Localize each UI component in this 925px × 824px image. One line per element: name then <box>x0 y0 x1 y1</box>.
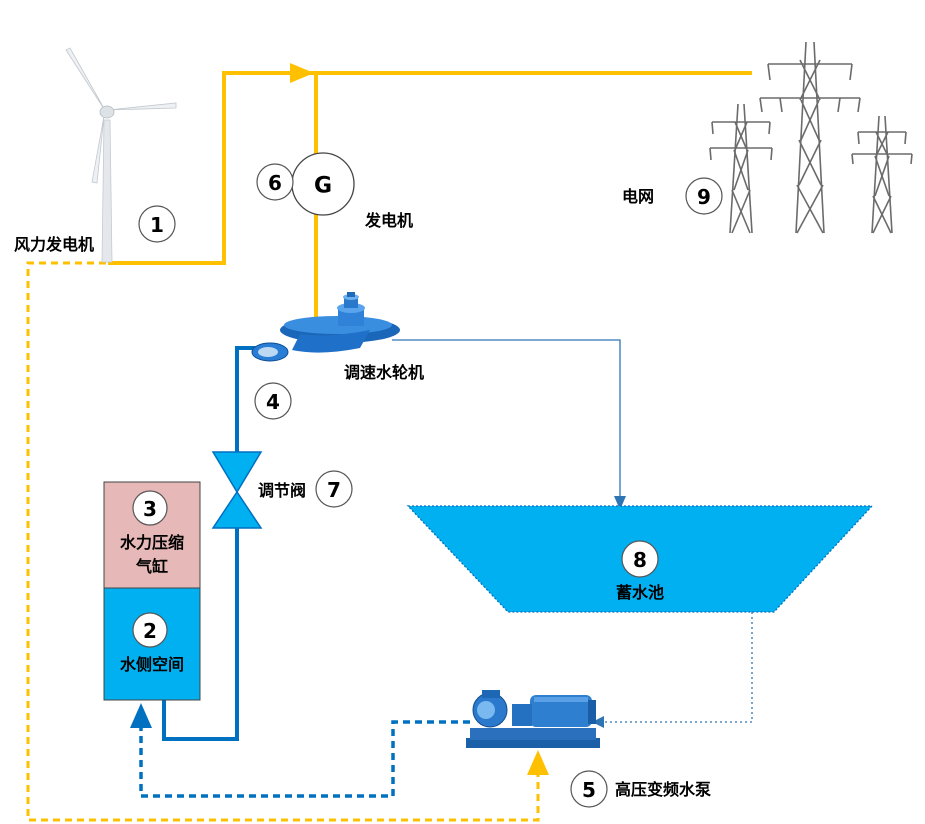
label-turbine: 调速水轮机 <box>344 363 424 382</box>
pump-power-arrow <box>527 750 549 775</box>
power-line-wind-to-bus <box>108 71 316 265</box>
marker-2: 2 <box>143 619 157 643</box>
marker-5: 5 <box>582 778 596 802</box>
water-pipes <box>130 339 753 798</box>
label-generator: 发电机 <box>364 211 413 230</box>
pipe-turbine-to-reservoir <box>392 339 621 498</box>
flow-arrow-into-reservoir <box>614 496 626 510</box>
power-flow-arrow <box>290 63 314 83</box>
marker-9: 9 <box>697 185 711 209</box>
label-pump: 高压变频水泵 <box>615 780 711 799</box>
turbine-icon <box>251 292 400 362</box>
marker-8: 8 <box>633 548 647 572</box>
generator: G <box>291 152 355 216</box>
label-air-cylinder-line1: 水力压缩 <box>120 533 184 552</box>
marker-7: 7 <box>327 478 341 502</box>
wind-turbine-icon <box>65 47 177 263</box>
label-air-cylinder-line2: 气缸 <box>135 557 168 576</box>
pipe-reservoir-to-pump-dotted <box>604 612 753 723</box>
transmission-towers-icon <box>709 41 913 234</box>
pipe-pump-to-cylinder-dashed <box>139 720 470 798</box>
pump-icon <box>466 690 600 748</box>
tower-left <box>709 103 773 234</box>
marker-6: 6 <box>268 171 282 195</box>
label-grid: 电网 <box>622 187 654 206</box>
marker-1: 1 <box>150 213 164 237</box>
label-wind-turbine: 风力发电机 <box>14 235 94 254</box>
marker-4: 4 <box>266 390 280 414</box>
generator-symbol: G <box>314 174 332 199</box>
marker-3: 3 <box>143 497 157 521</box>
tower-right <box>851 115 913 234</box>
tower-large <box>759 41 861 234</box>
label-valve: 调节阀 <box>258 481 306 500</box>
flow-arrow-into-pump <box>592 716 604 728</box>
label-water-space: 水侧空间 <box>120 655 184 674</box>
power-line-wind-to-pump-dashed <box>26 261 540 822</box>
pipe-cylinder-to-valve <box>162 510 239 741</box>
label-reservoir: 蓄水池 <box>616 583 664 602</box>
number-markers: 1 6 9 4 7 3 2 8 5 <box>132 163 723 808</box>
power-lines <box>26 63 752 822</box>
text-labels: 风力发电机 发电机 电网 调速水轮机 调节阀 水力压缩 气缸 水侧空间 蓄水池 … <box>14 187 711 799</box>
flow-arrow-into-cylinder <box>130 703 152 728</box>
regulating-valve-icon <box>211 451 263 529</box>
